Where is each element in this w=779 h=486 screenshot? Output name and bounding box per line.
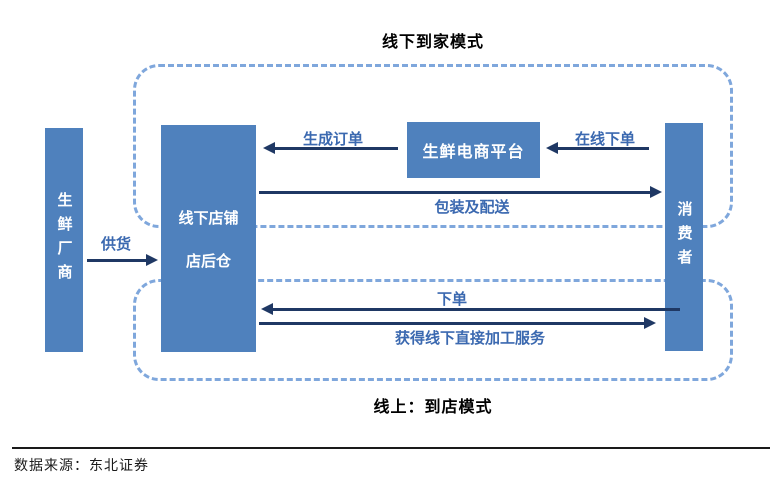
- offline-store-label-line2: 店后仓: [185, 252, 231, 270]
- supply-arrow: [87, 254, 158, 266]
- arrow-right-icon: [650, 186, 662, 198]
- node-offline-store: 线下店铺 店后仓: [161, 125, 256, 352]
- arrow-left-icon: [546, 142, 558, 154]
- packaging-delivery-arrow: [259, 186, 662, 198]
- supply-arrow-label: 供货: [100, 236, 132, 253]
- arrow-left-icon: [261, 303, 273, 315]
- arrow-right-icon: [644, 317, 656, 329]
- offline-processing-arrow: [259, 317, 656, 329]
- node-ecommerce-platform: 生鲜电商平台: [407, 122, 540, 178]
- online-order-arrow: [546, 142, 649, 154]
- place-order-arrow: [261, 303, 680, 315]
- arrow-left-icon: [263, 142, 275, 154]
- top-section-title: 线下到家模式: [381, 34, 484, 51]
- arrow-right-icon: [146, 254, 158, 266]
- offline-store-label-line1: 线下店铺: [178, 209, 239, 227]
- footer-divider: [12, 447, 770, 449]
- online-to-store-boundary: [133, 279, 733, 381]
- data-source-text: 数据来源：东北证券: [14, 459, 149, 474]
- node-consumer: 消费者: [665, 123, 703, 351]
- place-order-label: 下单: [436, 291, 468, 308]
- offline-to-home-boundary: [133, 64, 733, 228]
- node-fresh-producer: 生鲜厂商: [45, 128, 83, 352]
- generate-order-arrow: [263, 142, 398, 154]
- generate-order-label: 生成订单: [302, 131, 364, 148]
- packaging-delivery-label: 包装及配送: [434, 199, 510, 216]
- online-order-label: 在线下单: [574, 131, 636, 148]
- bottom-section-title: 线上：到店模式: [373, 399, 493, 416]
- offline-processing-label: 获得线下直接加工服务: [394, 330, 546, 347]
